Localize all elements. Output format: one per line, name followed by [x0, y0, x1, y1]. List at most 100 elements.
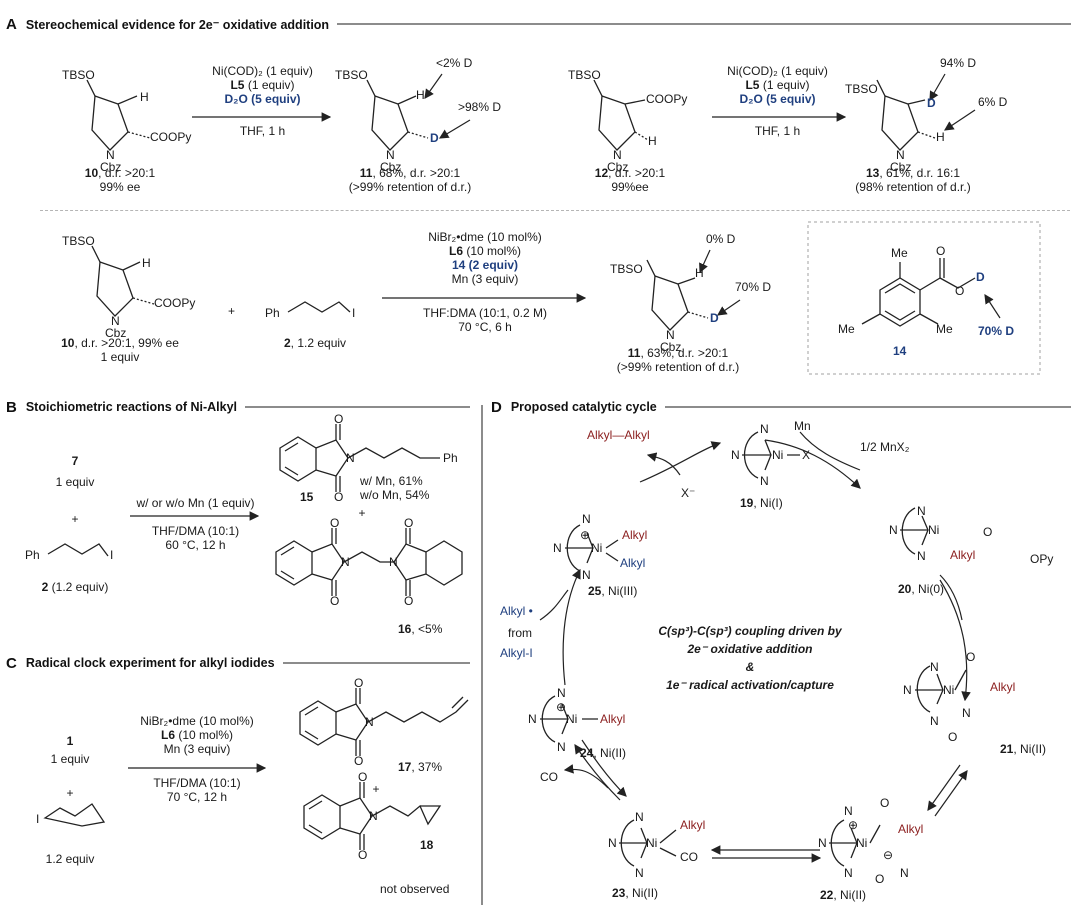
molecule-13-a2 [876, 79, 936, 151]
c14-me-top: Me [891, 246, 908, 260]
c14-me-left: Me [838, 322, 855, 336]
b-reagent-equiv: 1 equiv [55, 475, 95, 489]
molecule-18 [303, 782, 442, 850]
c24-ni: Ni [566, 712, 578, 726]
c-plus2: + [372, 782, 380, 796]
a3-conditions-above: NiBr₂•dme (10 mol%) L6 (10 mol%) 14 (2 e… [428, 230, 542, 286]
b15-label: 15 [300, 490, 314, 504]
arrow-a3-side [717, 299, 741, 316]
a1-prod-tbso: TBSO [335, 68, 368, 82]
c25-alkyl-2: Alkyl [620, 556, 646, 570]
c20-n-top: N [917, 504, 926, 518]
b-reagent-7: 7 [71, 454, 79, 468]
section-a-title: Stereochemical evidence for 2e⁻ oxidativ… [25, 17, 330, 32]
molecule-cyclopropylmethyl-iodide [43, 803, 106, 827]
d-co-released: CO [540, 770, 558, 784]
section-b-title: Stoichiometric reactions of Ni-Alkyl [25, 400, 238, 414]
arrow-a2-side [944, 109, 976, 131]
molecule-11-a3 [646, 259, 709, 331]
panel-divider-vertical [481, 405, 483, 905]
c22-alkyl: Alkyl [898, 822, 924, 836]
c21-caption: 21, Ni(II) [1000, 742, 1047, 756]
a1-prod-d: D [430, 131, 439, 145]
c18-label: 18 [420, 838, 434, 852]
b15-yields: w/ Mn, 61% w/o Mn, 54% [360, 474, 430, 502]
a3-prod-h: H [695, 266, 704, 280]
d-alkyl-i: Alkyl-I [500, 646, 533, 660]
c18-n: N [369, 809, 378, 823]
a3-iodide-i: I [352, 306, 356, 320]
a2-sm-coopy: COOPy [646, 92, 688, 106]
section-d-rule [664, 406, 1071, 408]
d-alkyl-alkyl: Alkyl—Alkyl [587, 428, 650, 442]
c-plus: + [66, 786, 74, 800]
section-c-rule [282, 662, 470, 664]
c19-x: X [802, 448, 811, 462]
cycle-arrow-25-to-19 [639, 441, 722, 483]
c22-oplus: ⊕ [848, 818, 859, 832]
b16-n2: N [389, 555, 398, 569]
c22-n-top: N [844, 804, 853, 818]
a1-sm-caption: 10, d.r. >20:1 99% ee [84, 166, 156, 194]
a2-ann-side: 6% D [978, 95, 1008, 109]
c19-n-top: N [760, 422, 769, 436]
c-iodide-i: I [36, 812, 40, 826]
arrow-a3-top [699, 249, 711, 274]
a3-prod-n: N [666, 328, 675, 342]
b-cond-above: w/ or w/o Mn (1 equiv) [136, 496, 255, 510]
cycle-arrow-mn [799, 431, 861, 471]
b-iodide-ph: Ph [25, 548, 40, 562]
a2-ann-top: 94% D [940, 56, 977, 70]
c21-n-top: N [930, 660, 939, 674]
b16-o3: O [404, 516, 414, 530]
c22-py-o: O [875, 872, 885, 886]
molecule-10-a1 [86, 79, 151, 151]
b-cond-below: THF/DMA (10:1) 60 °C, 12 h [151, 524, 240, 552]
b15-ph: Ph [443, 451, 458, 465]
c-iodide-equiv: 1.2 equiv [45, 852, 95, 866]
a3-iodide-caption: 2, 1.2 equiv [283, 336, 347, 350]
a3-prod-tbso: TBSO [610, 262, 643, 276]
section-d-letter: D [491, 398, 502, 416]
c21-n-left: N [903, 683, 912, 697]
c20-ni: Ni [928, 523, 940, 537]
c14-me-right: Me [936, 322, 953, 336]
a1-prod-caption: 11, 68%, d.r. >20:1 (>99% retention of d… [348, 166, 472, 194]
c14-o-carbonyl: O [936, 244, 946, 258]
c19-caption: 19, Ni(I) [740, 496, 783, 510]
a1-sm-coopy: COOPy [150, 130, 192, 144]
c19-ni: Ni [772, 448, 784, 462]
a3-sm-caption: 10, d.r. >20:1, 99% ee 1 equiv [61, 336, 179, 364]
c20-n-bot: N [917, 549, 926, 563]
section-c-letter: C [6, 654, 17, 672]
section-c-header: C Radical clock experiment for alkyl iod… [6, 653, 470, 673]
cycle-arrow-24-to-23 [581, 739, 627, 797]
a3-prod-d: D [710, 311, 719, 325]
d-alkyl-radical: Alkyl • [500, 604, 533, 618]
molecule-10-a3 [91, 245, 155, 317]
c14-o-ester: O [955, 284, 965, 298]
a2-prod-d: D [927, 96, 936, 110]
c21-ni: Ni [943, 683, 955, 697]
c-reagent-equiv: 1 equiv [50, 752, 90, 766]
arrow-14-d [984, 293, 1001, 319]
section-b-rule [245, 406, 470, 408]
c23-alkyl: Alkyl [680, 818, 706, 832]
a2-sm-n: N [613, 148, 622, 162]
cycle-arrow-24-to-25 [562, 568, 581, 686]
c22-ominus: ⊖ [883, 848, 894, 862]
b16-o2: O [330, 594, 340, 608]
c17-o2: O [354, 754, 364, 768]
section-a-divider [40, 210, 1070, 211]
a1-prod-cbz: Cbz [380, 160, 402, 174]
c23-n-bot: N [635, 866, 644, 880]
a3-sm-coopy: COOPy [154, 296, 196, 310]
arrow-a2-top [929, 73, 946, 102]
a1-sm-n: N [106, 148, 115, 162]
a1-sm-tbso: TBSO [62, 68, 95, 82]
a2-prod-cbz: Cbz [890, 160, 912, 174]
c18-o2: O [358, 848, 368, 862]
c14-ann: 70% D [978, 324, 1015, 338]
molecule-12-a2 [593, 79, 649, 151]
